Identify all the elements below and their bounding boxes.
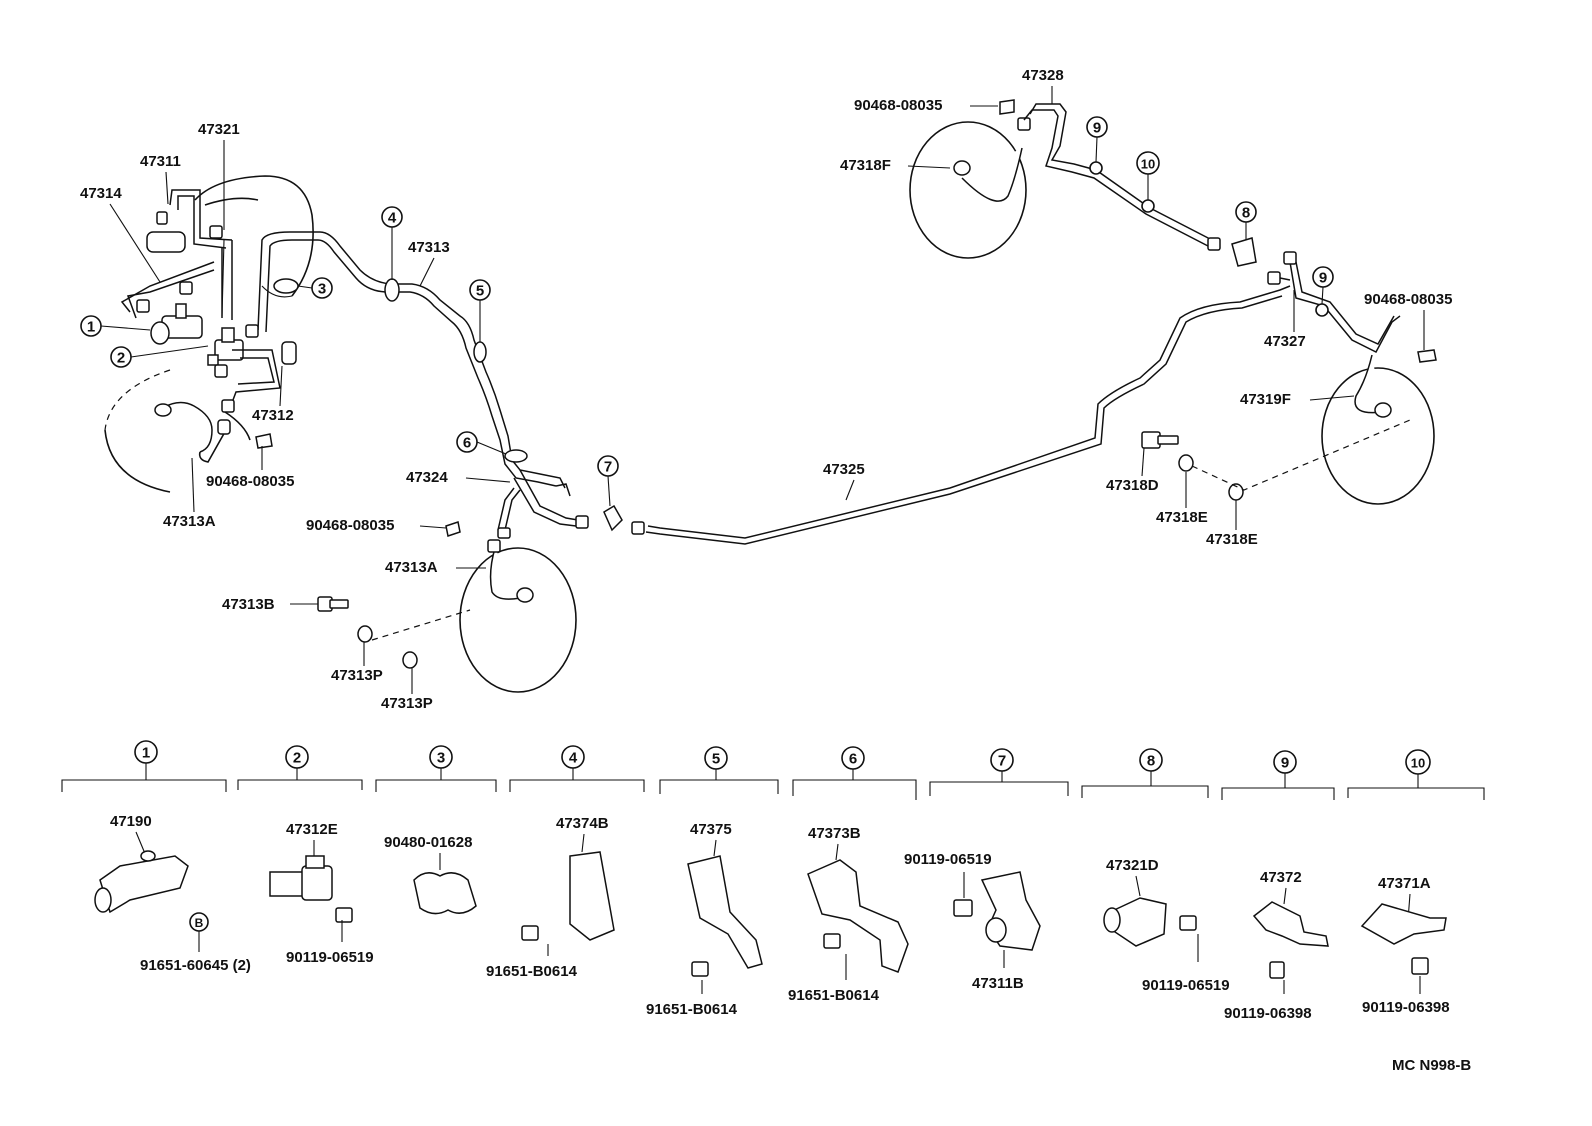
callout-6: 6 — [463, 435, 471, 452]
label-90468-a: 90468-08035 — [206, 473, 294, 490]
detail-7-part-a: 90119-06519 — [904, 851, 992, 868]
detail-3-part-a: 90480-01628 — [384, 834, 472, 851]
part-labels: 47321 47311 47314 47312 47313 47324 4732… — [80, 67, 1452, 712]
pipe-47324 — [513, 469, 645, 535]
callout-10a: 10 — [1141, 157, 1155, 172]
label-90468-b: 90468-08035 — [306, 517, 394, 534]
detail-6-part-b: 91651-B0614 — [788, 987, 880, 1004]
detail-9-part-a: 47372 — [1260, 869, 1302, 886]
label-47328: 47328 — [1022, 67, 1064, 84]
detail-8-part-a: 47321D — [1106, 857, 1159, 874]
label-47311: 47311 — [140, 153, 181, 170]
callout-2: 2 — [117, 350, 125, 367]
label-47318f: 47318F — [840, 157, 891, 174]
callout-8: 8 — [1242, 205, 1250, 222]
label-47312: 47312 — [252, 407, 294, 424]
label-47313b: 47313B — [222, 596, 275, 613]
detail-callout-8: 8 — [1147, 753, 1155, 770]
label-47318e-1: 47318E — [1156, 509, 1208, 526]
label-47318e-2: 47318E — [1206, 531, 1258, 548]
front-left-brake — [104, 369, 251, 493]
detail-callout-10: 10 — [1411, 756, 1425, 771]
callout-9b: 9 — [1319, 270, 1327, 287]
label-90468-c: 90468-08035 — [854, 97, 942, 114]
detail-7-part-b: 47311B — [972, 975, 1024, 992]
callout-4: 4 — [388, 210, 397, 227]
label-47313p-1: 47313P — [331, 667, 383, 684]
pipe-clip-4 — [384, 278, 400, 302]
detail-callout-1: 1 — [142, 745, 150, 762]
label-47324: 47324 — [406, 469, 448, 486]
detail-callout-6: 6 — [849, 751, 857, 768]
detail-callout-4: 4 — [569, 750, 578, 767]
pipe-47325 — [647, 285, 1291, 539]
detail-1-part-a: 47190 — [110, 813, 152, 830]
rear-left-brake — [909, 99, 1257, 267]
rear-right-brake — [1141, 251, 1437, 505]
clip-90468-b — [255, 433, 273, 449]
callout-3: 3 — [318, 281, 326, 298]
detail-6-part-a: 47373B — [808, 825, 861, 842]
detail-callout-3: 3 — [437, 750, 445, 767]
pipe-clip-5 — [473, 341, 487, 363]
detail-4-part-b: 91651-B0614 — [486, 963, 578, 980]
detail-5-part-a: 47375 — [690, 821, 732, 838]
callout-1: 1 — [87, 319, 95, 336]
detail-callout-9: 9 — [1281, 755, 1289, 772]
detail-5-part-b: 91651-B0614 — [646, 1001, 738, 1018]
label-47321: 47321 — [198, 121, 240, 138]
diagram-code: MC N998-B — [1392, 1057, 1471, 1074]
front-right-brake — [459, 487, 577, 693]
pipe-clip-9b — [1315, 303, 1329, 317]
bolt-47313b — [317, 596, 471, 669]
callout-5: 5 — [476, 283, 484, 300]
detail-10-part-b: 90119-06398 — [1362, 999, 1450, 1016]
clip-90468-a — [445, 521, 461, 537]
label-47313: 47313 — [408, 239, 450, 256]
label-90468-d: 90468-08035 — [1364, 291, 1452, 308]
detail-callout-5: 5 — [712, 751, 720, 768]
detail-4-part-a: 47374B — [556, 815, 609, 832]
detail-1-part-b: 91651-60645 (2) — [140, 957, 251, 974]
pipe-clip-3 — [273, 278, 299, 294]
detail-9-part-b: 90119-06398 — [1224, 1005, 1312, 1022]
pipe-clip-6 — [504, 449, 528, 463]
detail-2-part-a: 47312E — [286, 821, 338, 838]
detail-8-part-b: 90119-06519 — [1142, 977, 1230, 994]
pipe-clip-10 — [1141, 199, 1155, 213]
detail-groups: 1 47190 B 91651-60645 (2) 2 47312E 90119… — [61, 740, 1485, 1022]
detail-callout-7: 7 — [998, 753, 1006, 770]
label-47318d: 47318D — [1106, 477, 1159, 494]
callout-7: 7 — [604, 459, 612, 476]
detail-10-part-a: 47371A — [1378, 875, 1431, 892]
callout-circles: 1 2 3 4 5 6 7 8 9 10 9 — [80, 116, 1334, 507]
detail-callout-2: 2 — [293, 750, 301, 767]
label-47327: 47327 — [1264, 333, 1306, 350]
label-47313a-2: 47313A — [385, 559, 438, 576]
pipe-clip-9a — [1089, 161, 1103, 175]
label-47313p-2: 47313P — [381, 695, 433, 712]
label-47319f: 47319F — [1240, 391, 1291, 408]
detail-1-badge: B — [195, 916, 204, 930]
label-47325: 47325 — [823, 461, 865, 478]
label-47313a-1: 47313A — [163, 513, 216, 530]
master-cylinder-assembly — [120, 175, 566, 489]
detail-2-part-b: 90119-06519 — [286, 949, 374, 966]
label-47314: 47314 — [80, 185, 122, 202]
callout-9a: 9 — [1093, 120, 1101, 137]
